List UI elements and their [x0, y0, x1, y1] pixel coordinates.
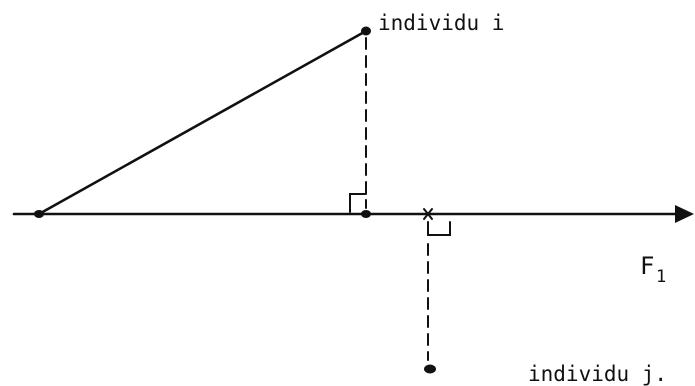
axis-label-subscript: 1: [656, 267, 666, 287]
individu-i-point: [361, 26, 371, 36]
axis-arrowhead: [675, 205, 694, 223]
right-angle-marker-j: [427, 221, 451, 236]
right-angle-marker-i: [349, 193, 367, 213]
projection-mark-j: [423, 208, 433, 220]
projection-point-i: [361, 210, 371, 218]
axis-label-letter: F: [640, 252, 654, 280]
vector-to-individu-i: [37, 29, 368, 216]
label-individu-i: individu i: [378, 11, 504, 35]
label-individu-j: individu j.: [528, 362, 667, 386]
individu-j-point: [424, 364, 436, 374]
axis-label-f1: F 1: [640, 252, 666, 287]
